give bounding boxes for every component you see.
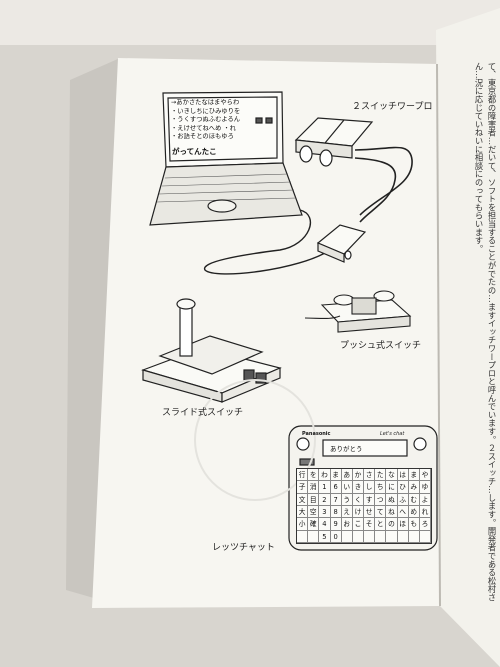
kana-key: ま: [408, 469, 420, 482]
kana-key: を: [308, 469, 320, 482]
kana-key: 2: [319, 493, 331, 506]
kana-key: か: [352, 469, 364, 482]
kana-key: ゆ: [419, 481, 431, 494]
kana-key: [297, 530, 309, 543]
kana-key: う: [341, 493, 353, 506]
kana-key: ふ: [397, 493, 409, 506]
kana-key: せ: [364, 505, 376, 519]
slide-switch-illustration: [141, 298, 282, 403]
kana-key: け: [352, 505, 364, 519]
kana-key: 7: [330, 493, 342, 506]
kana-key: ち: [375, 481, 387, 494]
kana-key: わ: [319, 469, 331, 482]
kana-key: も: [408, 518, 420, 531]
kana-key: 5: [319, 530, 331, 543]
kana-key: す: [364, 493, 376, 506]
kana-key: ほ: [397, 518, 409, 531]
kana-key: 6: [330, 481, 342, 494]
kana-key: 消: [308, 481, 320, 494]
screen-line-1: →あかさたなはまやらわ: [171, 99, 240, 106]
laptop-screen-answer: がってんたこ: [172, 147, 217, 156]
kana-key: ま: [330, 469, 342, 482]
kana-key: ぬ: [386, 493, 398, 506]
kana-key: [386, 530, 398, 543]
kana-key: 空: [308, 505, 320, 519]
caption-lets-chat: レッツチャット: [212, 543, 275, 553]
kana-key: 小: [297, 518, 309, 531]
kana-key: れ: [419, 505, 431, 519]
two-switch-illustration: [294, 117, 413, 263]
push-switch-illustration: [304, 290, 412, 333]
kana-key: ひ: [397, 481, 409, 494]
right-page-text: て、東京都の障害者…だいて、ソフトを担当することがでたの…ますイッチワープロと呼…: [474, 62, 497, 602]
screen-line-4: ・えけせてねへめ ・れ: [171, 124, 236, 132]
kana-key: な: [386, 469, 398, 482]
screen-line-2: ・いきしちにひみゆりを: [171, 107, 241, 115]
kana-key: て: [375, 505, 387, 519]
laptop-screen-text: →あかさたなはまやらわ ・いきしちにひみゆりを ・うくすつぬふむよるん ・えけせ…: [171, 99, 271, 142]
device-brand: Panasonic: [302, 431, 331, 437]
right-page: [436, 8, 500, 667]
kana-key: に: [386, 481, 398, 494]
kana-key: し: [364, 481, 376, 494]
kana-key: [397, 530, 409, 543]
kana-key: 9: [330, 518, 342, 531]
kana-key: [308, 530, 320, 543]
kana-key: へ: [397, 505, 409, 519]
device-model: Let's chat: [380, 431, 405, 437]
kana-key: ね: [386, 505, 398, 519]
kana-key: こ: [352, 518, 364, 531]
kana-key: あ: [341, 469, 353, 482]
kana-key: 3: [319, 505, 331, 519]
wall: [0, 0, 500, 45]
kana-key: 8: [330, 505, 342, 519]
caption-push-switch: プッシュ式スイッチ: [340, 341, 422, 351]
kana-key: [375, 530, 387, 543]
kana-key: や: [419, 469, 431, 482]
kana-key: よ: [419, 493, 431, 506]
laptop-illustration: [149, 91, 331, 275]
kana-key: 1: [319, 481, 331, 494]
kana-key: く: [352, 493, 364, 506]
kana-key: 4: [319, 518, 331, 531]
kana-key: さ: [364, 469, 376, 482]
kana-key: [364, 530, 376, 543]
kana-key: 行: [297, 469, 309, 482]
kana-key: は: [397, 469, 409, 482]
kana-key: 確: [308, 518, 320, 531]
kana-key: え: [341, 505, 353, 519]
screen-line-3: ・うくすつぬふむよるん: [171, 116, 241, 124]
kana-key: い: [341, 481, 353, 494]
kana-key: た: [375, 469, 387, 482]
kana-key: 子: [297, 481, 309, 494]
kana-key: [352, 530, 364, 543]
page-watermark: [194, 379, 316, 501]
kana-key: そ: [364, 518, 376, 531]
kana-key: ろ: [419, 518, 431, 531]
kana-key: め: [408, 505, 420, 519]
device-display: ありがとう: [330, 445, 363, 453]
kana-key: み: [408, 481, 420, 494]
caption-two-switch: ２スイッチワープロ: [352, 102, 433, 112]
kana-key: 文: [297, 493, 309, 506]
kana-key: [341, 530, 353, 543]
kana-key: お: [341, 518, 353, 531]
kana-key: の: [386, 518, 398, 531]
kana-key: き: [352, 481, 364, 494]
kana-key: 大: [297, 505, 309, 519]
kana-key: 目: [308, 493, 320, 506]
kana-key: [419, 530, 431, 543]
book-spine: [436, 63, 441, 607]
kana-key: つ: [375, 493, 387, 506]
kana-key: と: [375, 518, 387, 531]
kana-key: [408, 530, 420, 543]
kana-key: む: [408, 493, 420, 506]
kana-key: 0: [330, 530, 342, 543]
screen-line-5: ・お語そとのほもゆろ: [171, 133, 234, 141]
caption-slide-switch: スライド式スイッチ: [162, 408, 244, 418]
